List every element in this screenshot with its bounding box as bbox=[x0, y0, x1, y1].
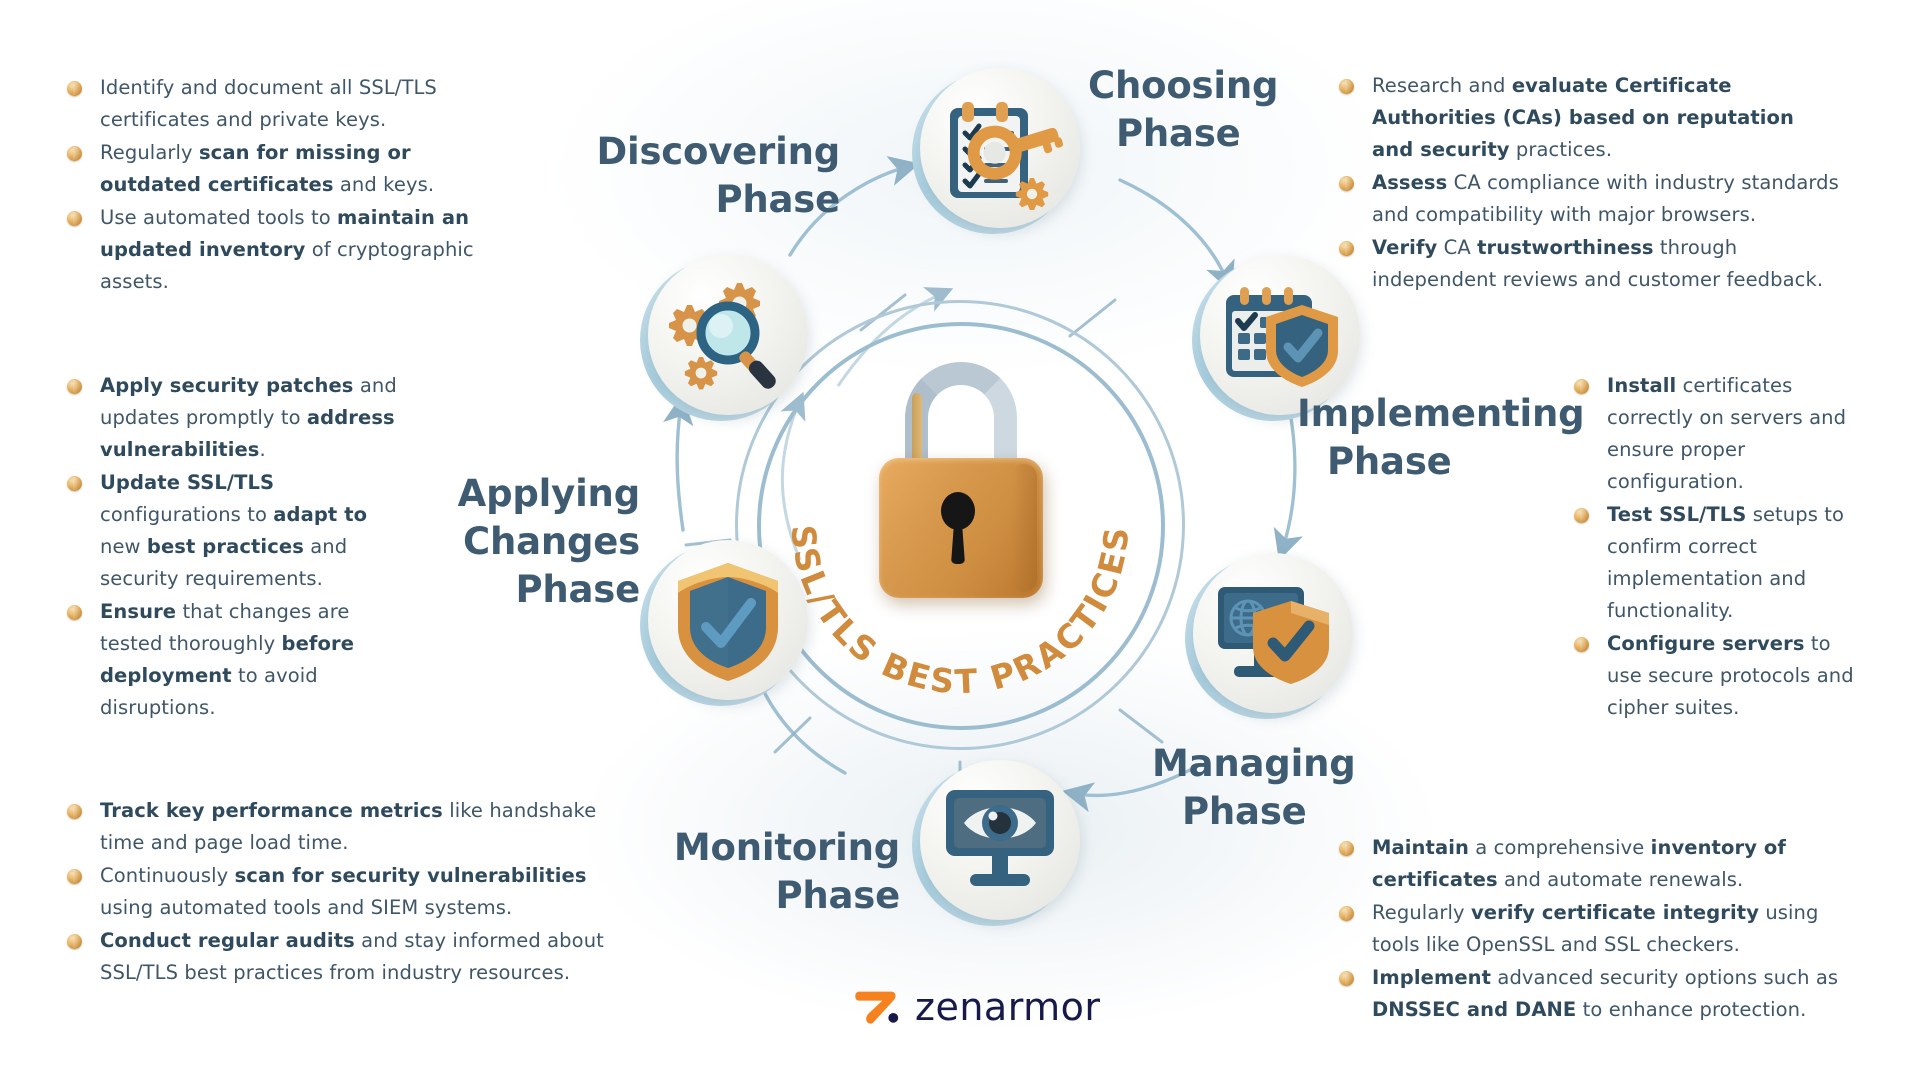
phase-title-monitoring: Monitoring Phase bbox=[620, 824, 900, 920]
phase-title-implementing-line2: Phase bbox=[1327, 440, 1452, 483]
hub-inner-ring bbox=[757, 322, 1165, 730]
list-item-text: Implement advanced security options such… bbox=[1372, 966, 1839, 1021]
text-block-applying-changes: Apply security patches and updates promp… bbox=[58, 370, 398, 725]
list-item-text: Install certificates correctly on server… bbox=[1607, 374, 1847, 493]
list-item-text: Track key performance metrics like hands… bbox=[100, 799, 597, 854]
list-item: Identify and document all SSL/TLS certif… bbox=[58, 72, 518, 136]
text-block-choosing: Research and evaluate Certificate Author… bbox=[1330, 70, 1840, 297]
bullet-sphere-icon bbox=[1339, 841, 1354, 856]
list-item: Configure servers to use secure protocol… bbox=[1565, 628, 1865, 724]
bullet-sphere-icon bbox=[1574, 379, 1589, 394]
phase-title-implementing-line1: Implementing bbox=[1297, 392, 1585, 435]
monitor-globe-shield-icon bbox=[1218, 587, 1329, 684]
bullet-sphere-icon bbox=[67, 605, 82, 620]
bullet-sphere-icon bbox=[67, 476, 82, 491]
padlock-icon bbox=[873, 362, 1049, 598]
list-item: Continuously scan for security vulnerabi… bbox=[58, 860, 608, 924]
center-hub: SSL/TLS BEST PRACTICES bbox=[735, 300, 1185, 750]
list-item: Install certificates correctly on server… bbox=[1565, 370, 1865, 498]
zenarmor-wordmark: zenarmor bbox=[915, 985, 1101, 1029]
bullet-sphere-icon bbox=[1574, 637, 1589, 652]
list-item: Conduct regular audits and stay informed… bbox=[58, 925, 608, 989]
phase-title-managing-line2: Phase bbox=[1182, 790, 1307, 833]
magnifier-gears-icon bbox=[669, 283, 776, 390]
list-item: Ensure that changes are tested thoroughl… bbox=[58, 596, 398, 724]
phase-title-discovering-line2: Phase bbox=[715, 178, 840, 221]
list-item-text: Assess CA compliance with industry stand… bbox=[1372, 171, 1839, 226]
list-item: Track key performance metrics like hands… bbox=[58, 795, 608, 859]
phase-title-managing-line1: Managing bbox=[1152, 742, 1356, 785]
bullet-sphere-icon bbox=[1339, 906, 1354, 921]
list-item: Test SSL/TLS setups to confirm correct i… bbox=[1565, 499, 1865, 627]
bullet-sphere-icon bbox=[67, 211, 82, 226]
phase-title-applying-line2: Changes bbox=[462, 520, 640, 563]
list-item: Regularly verify certificate integrity u… bbox=[1330, 897, 1850, 961]
bullet-sphere-icon bbox=[67, 934, 82, 949]
bullet-sphere-icon bbox=[67, 804, 82, 819]
bullet-sphere-icon bbox=[67, 146, 82, 161]
node-choosing[interactable] bbox=[912, 68, 1080, 236]
phase-title-implementing: Implementing Phase bbox=[1297, 390, 1607, 486]
hub-outer-ring bbox=[735, 300, 1185, 750]
list-item-text: Apply security patches and updates promp… bbox=[100, 374, 397, 461]
zenarmor-mark-icon bbox=[855, 991, 899, 1024]
list-item: Verify CA trustworthiness through indepe… bbox=[1330, 232, 1840, 296]
bullet-sphere-icon bbox=[67, 869, 82, 884]
node-monitoring[interactable] bbox=[912, 760, 1080, 928]
list-item-text: Verify CA trustworthiness through indepe… bbox=[1372, 236, 1824, 291]
list-item-text: Configure servers to use secure protocol… bbox=[1607, 632, 1854, 719]
zenarmor-logo[interactable]: zenarmor bbox=[855, 985, 1101, 1029]
list-item-text: Update SSL/TLS configurations to adapt t… bbox=[100, 471, 368, 590]
calendar-shield-check-icon bbox=[1226, 287, 1338, 387]
shield-check-icon bbox=[678, 563, 778, 681]
phase-title-managing: Managing Phase bbox=[1152, 740, 1432, 836]
list-item: Assess CA compliance with industry stand… bbox=[1330, 167, 1840, 231]
list-item-text: Ensure that changes are tested thoroughl… bbox=[100, 600, 355, 719]
phase-title-applying-line1: Applying bbox=[457, 472, 641, 515]
phase-title-discovering: Discovering Phase bbox=[545, 128, 840, 224]
list-item-text: Use automated tools to maintain an updat… bbox=[100, 206, 474, 293]
list-item-text: Conduct regular audits and stay informed… bbox=[100, 929, 604, 984]
bullet-sphere-icon bbox=[67, 81, 82, 96]
list-item-text: Regularly scan for missing or outdated c… bbox=[100, 141, 435, 196]
phase-title-applying-changes: Applying Changes Phase bbox=[380, 470, 641, 614]
text-block-implementing: Install certificates correctly on server… bbox=[1565, 370, 1865, 725]
list-item: Implement advanced security options such… bbox=[1330, 962, 1850, 1026]
monitor-eye-icon bbox=[946, 790, 1054, 886]
list-item-text: Continuously scan for security vulnerabi… bbox=[100, 864, 587, 919]
list-item-text: Test SSL/TLS setups to confirm correct i… bbox=[1607, 503, 1845, 622]
bullet-sphere-icon bbox=[1339, 176, 1354, 191]
phase-title-choosing: Choosing Phase bbox=[1088, 62, 1388, 158]
bullet-sphere-icon bbox=[1339, 79, 1354, 94]
bullet-sphere-icon bbox=[1574, 508, 1589, 523]
list-item-text: Maintain a comprehensive inventory of ce… bbox=[1372, 836, 1786, 891]
bullet-sphere-icon bbox=[67, 379, 82, 394]
phase-title-monitoring-line1: Monitoring bbox=[673, 826, 900, 869]
list-item: Update SSL/TLS configurations to adapt t… bbox=[58, 467, 398, 595]
list-item: Regularly scan for missing or outdated c… bbox=[58, 137, 518, 201]
list-item-text: Research and evaluate Certificate Author… bbox=[1372, 74, 1795, 161]
list-item: Research and evaluate Certificate Author… bbox=[1330, 70, 1840, 166]
list-item: Maintain a comprehensive inventory of ce… bbox=[1330, 832, 1850, 896]
bullet-sphere-icon bbox=[1339, 241, 1354, 256]
node-managing[interactable] bbox=[1185, 553, 1353, 721]
node-implementing[interactable] bbox=[1192, 255, 1360, 423]
text-block-managing: Maintain a comprehensive inventory of ce… bbox=[1330, 832, 1850, 1027]
node-applying-changes[interactable] bbox=[640, 540, 808, 708]
node-discovering[interactable] bbox=[640, 255, 808, 423]
clipboard-key-gear-icon bbox=[950, 102, 1064, 210]
list-item: Use automated tools to maintain an updat… bbox=[58, 202, 518, 298]
list-item-text: Identify and document all SSL/TLS certif… bbox=[100, 76, 437, 131]
phase-title-choosing-line1: Choosing bbox=[1088, 64, 1279, 107]
list-item-text: Regularly verify certificate integrity u… bbox=[1372, 901, 1819, 956]
phase-title-discovering-line1: Discovering bbox=[596, 130, 840, 173]
phase-title-monitoring-line2: Phase bbox=[775, 874, 900, 917]
bullet-sphere-icon bbox=[1339, 971, 1354, 986]
text-block-discovering: Identify and document all SSL/TLS certif… bbox=[58, 72, 518, 299]
phase-title-choosing-line2: Phase bbox=[1116, 112, 1241, 155]
text-block-monitoring: Track key performance metrics like hands… bbox=[58, 795, 608, 990]
phase-title-applying-line3: Phase bbox=[515, 568, 640, 611]
list-item: Apply security patches and updates promp… bbox=[58, 370, 398, 466]
